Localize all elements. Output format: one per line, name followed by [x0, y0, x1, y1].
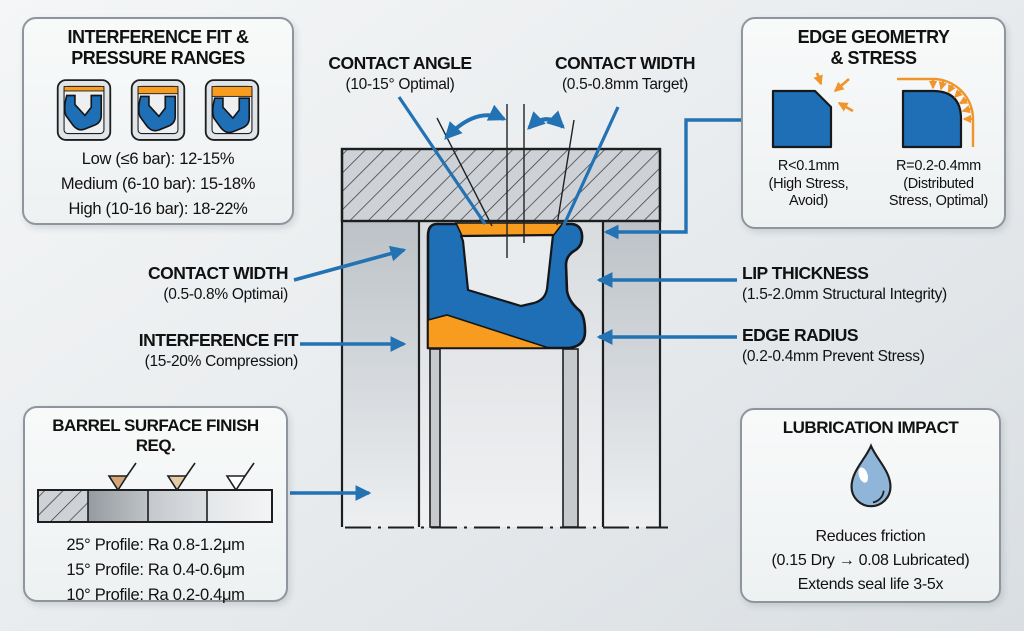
contact-width-leader	[561, 106, 620, 228]
leader-arrows	[290, 96, 741, 501]
rounded-edge-shape	[896, 78, 974, 149]
surface-finish-diagram	[36, 462, 273, 524]
panel-title-line2: & STRESS	[830, 48, 917, 69]
finish-row-10: 10° Profile: Ra 0.2-0.4μm	[66, 585, 245, 604]
lubrication-lines: Reduces friction (0.15 Dry → 0.08 Lubric…	[748, 525, 993, 597]
angle-double-arrow	[444, 104, 507, 140]
finish-symbol-icon	[107, 475, 128, 492]
panel-lubrication: LUBRICATION IMPACT Reduces friction (0.1…	[740, 408, 1001, 603]
distributed-stress-arrows	[928, 79, 973, 124]
seal-cavity	[459, 233, 555, 308]
callout-value: (15-20% Compression)	[144, 353, 299, 370]
panel-title-line2: PRESSURE RANGES	[71, 48, 245, 69]
pressure-row-high: High (10-16 bar): 18-22%	[68, 199, 248, 218]
edge-shapes: R<0.1mm (High Stress, Avoid)	[749, 71, 998, 209]
finish-row-25: 25° Profile: Ra 0.8-1.2μm	[66, 536, 245, 555]
seal-profile-icon-medium	[130, 79, 186, 142]
panel-barrel-finish: BARREL SURFACE FINISH REQ.	[23, 406, 288, 604]
surface-finish-bar	[36, 489, 273, 524]
callout-value: (0.5-0.8% Optimai)	[163, 286, 288, 303]
callout-lip-thickness: LIP THICKNESS (1.5-2.0mm Structural Inte…	[742, 263, 1022, 305]
rod-wall-strip-right	[562, 348, 579, 528]
finish-row-15: 15° Profile: Ra 0.4-0.6μm	[66, 560, 245, 579]
lubrication-line3: Extends seal life 3-5x	[797, 576, 944, 594]
callout-interference-fit: INTERFERENCE FIT (15-20% Compression)	[57, 330, 299, 372]
callout-contact-angle: CONTACT ANGLE (10-15° Optimal)	[300, 53, 500, 95]
surface-finish-symbols	[107, 462, 255, 492]
callout-value: (10-15° Optimal)	[345, 76, 455, 93]
contact-angle-line-right	[556, 119, 575, 226]
lubrication-line1: Reduces friction	[815, 528, 926, 546]
callout-title: CONTACT WIDTH	[148, 263, 288, 283]
stress-arrows-converging	[812, 73, 854, 113]
finish-symbol-icon	[166, 475, 187, 492]
finish-rows: 25° Profile: Ra 0.8-1.2μm 15° Profile: R…	[31, 533, 280, 607]
callout-title: INTERFERENCE FIT	[138, 330, 299, 350]
callout-title: CONTACT ANGLE	[328, 53, 472, 73]
housing-hatched-block	[340, 147, 662, 223]
lubrication-line2: (0.15 Dry → 0.08 Lubricated)	[771, 552, 970, 570]
seal-profile-icon-low	[56, 79, 112, 142]
rounded-edge-column: R=0.2-0.4mm (Distributed Stress, Optimal…	[885, 71, 993, 209]
callout-edge-radius: EDGE RADIUS (0.2-0.4mm Prevent Stress)	[742, 325, 1022, 367]
contact-wedge-bottom	[427, 314, 550, 349]
panel-title: EDGE GEOMETRY & STRESS	[749, 27, 998, 69]
callout-value: (1.5-2.0mm Structural Integrity)	[742, 286, 947, 303]
seal-fit-icons	[30, 77, 286, 143]
panel-title-line1: EDGE GEOMETRY	[797, 27, 950, 47]
width-double-arrow	[527, 110, 565, 130]
callout-title: CONTACT WIDTH	[555, 53, 695, 73]
panel-interference-pressure: INTERFERENCE FIT & PRESSURE RANGES	[22, 17, 294, 225]
rounded-edge-label: R=0.2-0.4mm (Distributed Stress, Optimal…	[888, 158, 989, 209]
panel-title: INTERFERENCE FIT & PRESSURE RANGES	[30, 27, 286, 69]
pressure-row-medium: Medium (6-10 bar): 15-18%	[60, 175, 256, 194]
pressure-range-rows: Low (≤6 bar): 12-15% Medium (6-10 bar): …	[30, 147, 286, 221]
callout-title: LIP THICKNESS	[742, 263, 869, 283]
panel-title: BARREL SURFACE FINISH REQ.	[52, 416, 259, 456]
water-droplet-icon	[849, 443, 892, 508]
callout-value: (0.5-0.8mm Target)	[561, 76, 689, 93]
panel-title: LUBRICATION IMPACT	[782, 418, 959, 437]
callout-title: EDGE RADIUS	[742, 325, 859, 345]
callout-contact-width-top: CONTACT WIDTH (0.5-0.8mm Target)	[525, 53, 725, 95]
rod-wall-strip-left	[429, 348, 441, 528]
panel-title-line1: INTERFERENCE FIT &	[67, 27, 249, 47]
callout-contact-width-side: CONTACT WIDTH (0.5-0.8% Optimai)	[57, 263, 288, 305]
pressure-row-low: Low (≤6 bar): 12-15%	[81, 150, 235, 169]
edge-geometry-elbow-arrow	[603, 118, 741, 240]
contact-width-side-arrow	[293, 245, 407, 282]
finish-symbol-icon	[225, 475, 246, 492]
contact-angle-leader	[397, 96, 487, 225]
callout-value: (0.2-0.4mm Prevent Stress)	[742, 348, 925, 365]
sharp-edge-column: R<0.1mm (High Stress, Avoid)	[755, 71, 863, 209]
sharp-edge-label: R<0.1mm (High Stress, Avoid)	[768, 158, 849, 209]
seal-profile	[426, 222, 587, 350]
panel-edge-geometry: EDGE GEOMETRY & STRESS R<0.1mm (High Str…	[741, 17, 1006, 229]
chamfered-edge-shape	[771, 73, 854, 149]
seal-profile-icon-high	[204, 79, 260, 142]
